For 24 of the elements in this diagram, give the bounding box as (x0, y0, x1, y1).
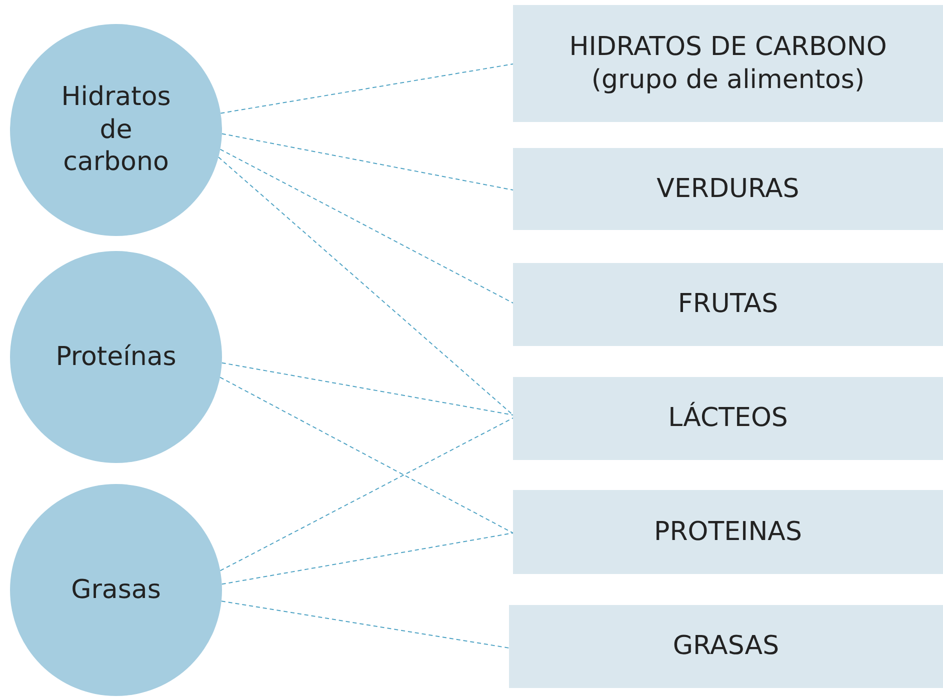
node-label: PROTEINAS (654, 516, 802, 548)
node-label: Proteínas (56, 340, 176, 374)
food-group-box (513, 377, 943, 460)
food-group-box (513, 148, 943, 230)
food-group-box (513, 490, 943, 574)
connector-line (220, 64, 514, 114)
node-label: GRASAS (672, 630, 780, 663)
node-label: FRUTAS (678, 288, 778, 321)
food-group-box (509, 605, 943, 688)
connector-line (220, 376, 514, 534)
node-label: Grasas (71, 574, 161, 606)
connector-line (221, 532, 514, 585)
node-label: LÁCTEOS (668, 402, 788, 435)
food-group-box (513, 5, 943, 122)
node-label: VERDURAS (656, 172, 800, 206)
connector-line (218, 156, 514, 416)
connector-line (221, 362, 514, 416)
connector-line (220, 600, 510, 648)
food-group-box (513, 263, 943, 346)
connector-line (221, 133, 514, 190)
node-label: HIDRATOS DE CARBONO (grupo de alimentos) (568, 31, 888, 96)
connector-line (220, 148, 514, 304)
node-label: Hidratos de carbono (60, 81, 172, 179)
connector-line (220, 418, 514, 572)
